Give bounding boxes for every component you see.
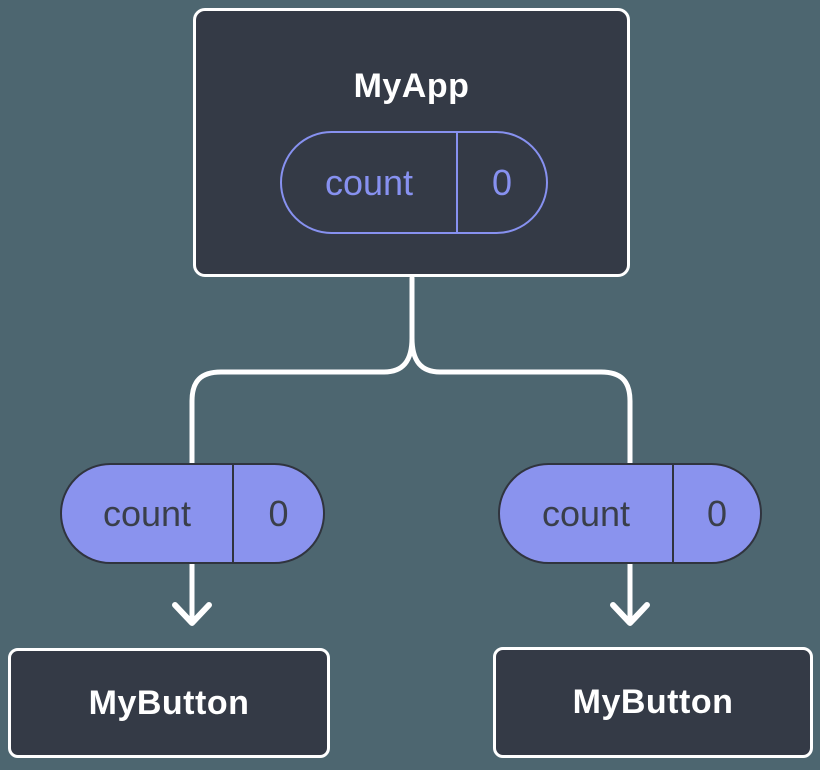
right-child-component-node: MyButton — [493, 647, 813, 758]
left-prop-pill: count 0 — [60, 463, 325, 564]
prop-pill-key-label: count — [62, 465, 234, 562]
state-pill-key-label: count — [282, 133, 458, 232]
state-pill-value: 0 — [491, 161, 513, 203]
right-prop-pill: count 0 — [498, 463, 762, 564]
root-node-label: MyApp — [353, 67, 470, 105]
prop-pill-value: 0 — [268, 492, 289, 534]
child-node-label: MyButton — [88, 683, 250, 722]
child-node-label: MyButton — [572, 683, 734, 721]
root-component-node: MyApp count 0 — [193, 8, 630, 277]
root-state-pill: count 0 — [280, 131, 548, 234]
right-arrow-head-icon — [610, 602, 650, 626]
left-child-component-node: MyButton — [8, 648, 330, 758]
left-arrow-head-icon — [172, 602, 212, 626]
branch-right-line — [409, 335, 633, 469]
prop-pill-value: 0 — [706, 492, 728, 534]
branch-left-line — [189, 335, 415, 469]
prop-pill-key-label: count — [500, 465, 674, 562]
